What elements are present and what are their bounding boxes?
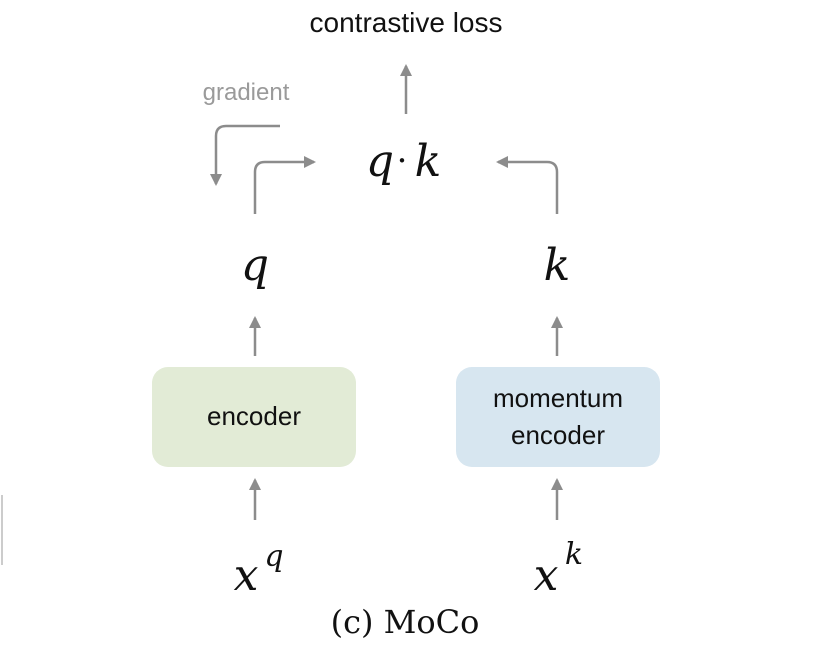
- momentum-encoder-label-line1: momentum: [493, 383, 623, 413]
- query-output: q: [241, 240, 269, 291]
- key-output: k: [544, 240, 571, 291]
- arrow-k-to-dot: [496, 156, 559, 214]
- momentum-encoder-label-line2: encoder: [511, 420, 605, 450]
- dot-product-q: q: [366, 136, 394, 187]
- encoder-label: encoder: [207, 401, 301, 431]
- momentum-encoder-box: [456, 367, 660, 467]
- key-input-superscript: k: [565, 537, 583, 572]
- query-input-superscript: q: [264, 539, 283, 574]
- title: contrastive loss: [310, 7, 503, 38]
- gradient-label: gradient: [203, 79, 290, 106]
- query-input: x: [234, 550, 259, 601]
- query-input-base: x: [234, 550, 259, 601]
- gradient-arrow: [210, 124, 280, 186]
- encoder-box: [152, 367, 356, 467]
- dot-product-dot: ·: [397, 141, 408, 181]
- arrow-q-to-dot: [253, 156, 316, 214]
- key-input: x: [534, 550, 559, 601]
- caption: (c) MoCo: [331, 603, 480, 641]
- dot-product-k: k: [415, 136, 442, 187]
- key-input-base: x: [534, 550, 559, 601]
